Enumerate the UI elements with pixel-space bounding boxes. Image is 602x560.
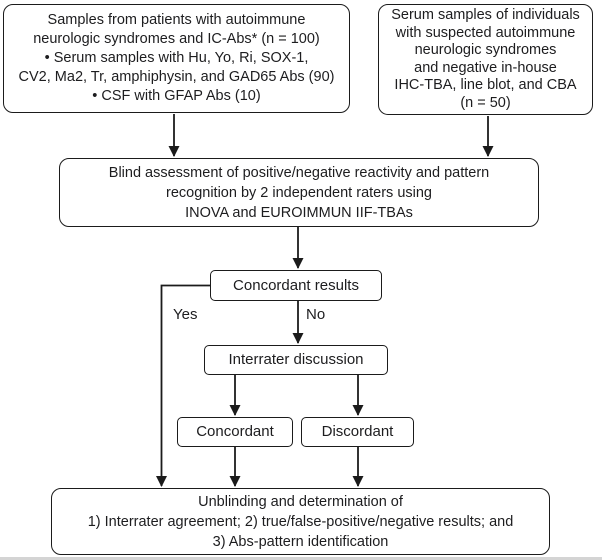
edge-label-yes: Yes — [173, 306, 198, 323]
node-control-samples: Serum samples of individuals with suspec… — [378, 4, 593, 115]
node-concordant-results: Concordant results — [210, 270, 382, 301]
node-blind-assessment: Blind assessment of positive/negative re… — [59, 158, 539, 227]
node-discordant: Discordant — [301, 417, 414, 447]
page-edge-divider — [0, 557, 602, 560]
edge-label-no: No — [306, 306, 326, 323]
node-patient-samples: Samples from patients with autoimmune ne… — [3, 4, 350, 113]
node-concordant: Concordant — [177, 417, 293, 447]
node-unblinding: Unblinding and determination of 1) Inter… — [51, 488, 550, 555]
node-interrater-discussion: Interrater discussion — [204, 345, 388, 375]
